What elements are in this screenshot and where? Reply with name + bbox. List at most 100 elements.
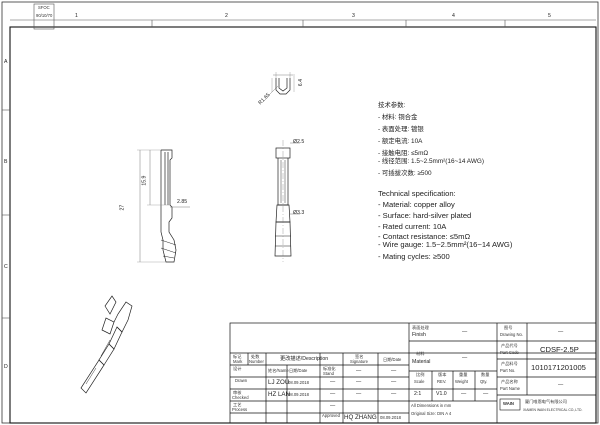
name-column-header: 姓名/Name [268, 368, 289, 373]
finish-value: — [462, 329, 468, 335]
part-no-label-en: Part No. [500, 368, 516, 373]
process-label-en: Process [232, 407, 248, 412]
spec-cn-item: - 可插拔次数: ≥500 [378, 170, 432, 177]
material-label-cn: 材料 [416, 351, 425, 356]
corner-stamp-line-1: SFOC [38, 5, 50, 10]
number-label-cn: 处数 [251, 354, 260, 359]
standard-date-value: — [391, 368, 397, 374]
mark-label-cn: 标记 [233, 354, 242, 359]
drawing-no-label-cn: 图号 [504, 325, 513, 330]
signature-label-en: Signature [350, 359, 368, 364]
spec-en-item: - Contact resistance: ≤5mΩ [378, 232, 471, 241]
drawing-no-label-en: Drawing No. [500, 332, 524, 337]
zone-top-3: 3 [352, 13, 355, 19]
standard-value: — [356, 368, 362, 374]
qty-value: — [483, 391, 489, 397]
standard-label-cn: 标准化 [323, 366, 336, 371]
spec-en-item: - Rated current: 10A [378, 222, 447, 231]
title-block-grid [229, 322, 597, 424]
number-label-en: Number [249, 359, 264, 364]
dimension-diameter-top: Ø2.5 [293, 139, 305, 145]
zone-top-5: 5 [548, 13, 551, 19]
weight-value: — [461, 391, 467, 397]
spec-cn-item: - 接触电阻: ≤5mΩ [378, 150, 429, 157]
dimension-length-2-85: 2.85 [177, 199, 188, 205]
process-label-cn: 工艺 [233, 402, 242, 407]
company-name-cn: 厦门唯恩电气有限公司 [525, 399, 567, 404]
description-header: 更改描述/Description [280, 356, 329, 362]
part-name-label-cn: 产品名称 [501, 379, 518, 384]
drawn-name: LJ ZOU [268, 379, 290, 386]
revision-date-header: 日期/Date [383, 357, 402, 362]
drawn-extra-dash: — [356, 379, 362, 385]
company-name-en: XIAMEN WAIN ELECTRICAL CO.,LTD. [523, 408, 583, 412]
zone-side-a: A [4, 59, 8, 65]
company-logo: WAIN [503, 401, 514, 406]
signature-label-cn: 签名 [355, 354, 364, 359]
paper-size-note: Original Size: DIN A 4 [411, 411, 452, 416]
part-no-value: 1010171201005 [531, 363, 586, 372]
zone-side-d: D [4, 364, 8, 370]
isometric-view [80, 295, 133, 394]
corner-stamp-line-2: 90/10/70 [36, 13, 53, 18]
company-logo-box [499, 398, 521, 411]
spec-cn-item: - 材料: 铜合金 [378, 114, 418, 121]
date-column-header: 日期/Date [289, 368, 308, 373]
rev-label-cn: 版本 [438, 372, 447, 377]
part-name-label-en: Part Name [500, 386, 521, 391]
dimension-diameter-bottom: Ø3.3 [293, 210, 305, 216]
zone-side-b: B [4, 159, 8, 165]
checked-extra-date-dash: — [391, 391, 397, 397]
drawing-no-value: — [558, 329, 564, 335]
units-note: All Dimensions in mm [411, 403, 452, 408]
dimension-length-27: 27 [119, 204, 126, 211]
zone-top-2: 2 [225, 13, 228, 19]
part-no-label-cn: 产品料号 [501, 361, 518, 366]
part-code-label-en: Part Code [500, 350, 519, 355]
drawn-label-cn: 设计 [233, 366, 242, 371]
spec-cn-item: - 表面处理: 镀银 [378, 126, 424, 133]
rev-label-en: REV. [437, 379, 447, 384]
standard-label-en: Stand [323, 371, 334, 376]
spec-en-title: Technical specification: [378, 189, 456, 198]
drawn-date: 08.09.2018 [288, 380, 309, 385]
zone-side-c: C [4, 264, 8, 270]
approved-name: HQ ZHANG [344, 414, 377, 421]
weight-label-cn: 重量 [459, 372, 468, 377]
checked-name: HZ LAN [268, 391, 291, 398]
zone-top-1: 1 [75, 13, 78, 19]
spec-cn-title: 技术参数: [378, 102, 406, 109]
spec-cn-item: - 额定电流: 10A [378, 138, 423, 145]
process-signature-dash: — [330, 403, 336, 409]
top-zone-ticks [10, 19, 596, 27]
part-code-label-cn: 产品代号 [501, 343, 518, 348]
qty-label-en: Qty. [480, 379, 488, 384]
finish-label-cn: 表面处理 [412, 325, 429, 330]
material-label-en: Material [412, 359, 431, 365]
spec-cn-item: - 线径范围: 1.5~2.5mm²(16~14 AWG) [378, 158, 484, 165]
part-code-value: CDSF-2.5P [540, 345, 579, 354]
drawn-extra-date-dash: — [391, 379, 397, 385]
rev-value: V1.0 [436, 391, 447, 397]
checked-label-en: Checked [232, 395, 249, 400]
approved-date: 08.09.2018 [380, 415, 401, 420]
spec-en-item: - Surface: hard-silver plated [378, 211, 472, 220]
spec-en-item: - Material: copper alloy [378, 200, 455, 209]
finish-label-en: Finish [412, 332, 426, 338]
spec-en-item: - Mating cycles: ≥500 [378, 252, 450, 261]
checked-label-cn: 审核 [233, 390, 242, 395]
corner-stamp-box [33, 3, 55, 30]
front-view [274, 140, 300, 262]
qty-label-cn: 数量 [481, 372, 490, 377]
dimension-top-width: 6.4 [298, 78, 305, 87]
scale-label-cn: 比例 [416, 372, 425, 377]
scale-label-en: Scale [414, 379, 425, 384]
top-view [267, 72, 295, 97]
checked-signature-dash: — [330, 391, 336, 397]
zone-top-4: 4 [452, 13, 455, 19]
weight-label-en: Weight [455, 379, 468, 384]
drawn-label-en: Drawn [235, 378, 248, 383]
drawn-signature-dash: — [330, 379, 336, 385]
part-name-value: — [558, 382, 564, 388]
